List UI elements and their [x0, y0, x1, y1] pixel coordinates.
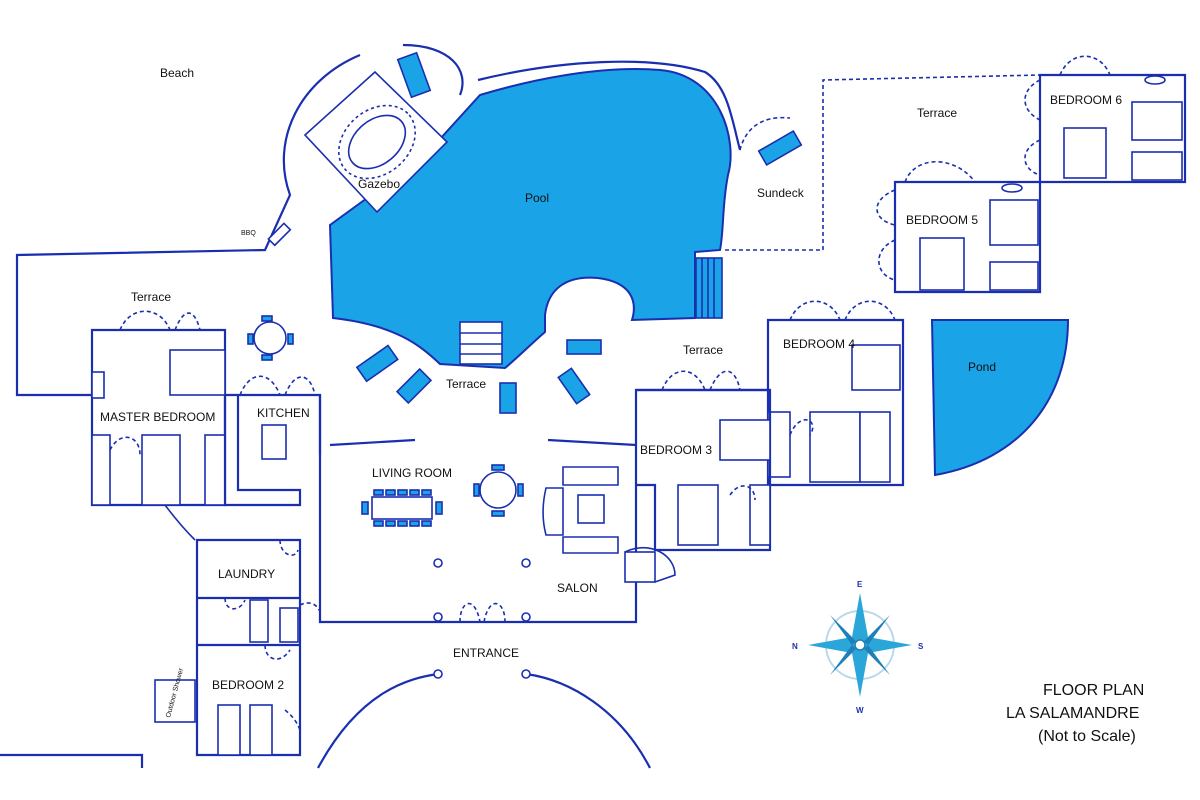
master-passage	[164, 504, 196, 541]
label-pool: Pool	[525, 191, 549, 205]
label-kitchen: KITCHEN	[257, 406, 310, 420]
bedroom-4	[766, 300, 905, 487]
living-room	[318, 388, 770, 624]
kitchen	[223, 375, 322, 507]
bbq-grill	[267, 222, 292, 247]
label-salon: SALON	[557, 581, 598, 595]
label-pond: Pond	[968, 360, 996, 374]
entrance-drive	[317, 672, 651, 769]
compass-south: S	[918, 642, 924, 651]
label-gazebo: Gazebo	[358, 177, 400, 191]
lounger	[396, 51, 432, 99]
bedroom-5	[876, 161, 1042, 294]
pond	[930, 319, 1070, 477]
laundry	[195, 538, 321, 757]
legend-note: (Not to Scale)	[1038, 728, 1136, 745]
outdoor-table	[253, 321, 287, 355]
bedroom-2	[154, 644, 301, 756]
lounger	[757, 129, 803, 167]
beach-wall	[15, 43, 464, 397]
compass-rose	[808, 593, 912, 697]
label-terrace-br3: Terrace	[683, 343, 723, 357]
label-sundeck: Sundeck	[757, 186, 805, 200]
legend-name: LA SALAMANDRE	[1006, 705, 1139, 722]
label-terrace-master: Terrace	[131, 290, 171, 304]
label-bedroom-6: BEDROOM 6	[1050, 93, 1122, 107]
pool	[328, 68, 732, 370]
lounger	[355, 344, 399, 383]
bedroom-6	[1024, 55, 1187, 184]
bedroom-3	[624, 370, 772, 583]
compass-west: W	[856, 706, 864, 715]
label-bedroom-2: BEDROOM 2	[212, 678, 284, 692]
label-master-bedroom: MASTER BEDROOM	[100, 410, 215, 424]
compass-north: N	[792, 642, 798, 651]
lounger	[566, 339, 602, 355]
master-bedroom	[90, 310, 227, 507]
label-bedroom-3: BEDROOM 3	[640, 443, 712, 457]
label-bbq: BBQ	[241, 230, 256, 237]
lounger	[395, 367, 433, 405]
legend-title: FLOOR PLAN	[1043, 682, 1144, 699]
gazebo	[303, 70, 449, 214]
label-terrace-east: Terrace	[917, 106, 957, 120]
label-terrace-center: Terrace	[446, 377, 486, 391]
label-beach: Beach	[160, 66, 194, 80]
pool-steps-east	[695, 257, 723, 319]
label-laundry: LAUNDRY	[218, 567, 275, 581]
label-bedroom-5: BEDROOM 5	[906, 213, 978, 227]
label-entrance: ENTRANCE	[453, 646, 519, 660]
pool-steps-south	[459, 321, 503, 365]
sundeck-outline	[725, 74, 1041, 251]
lounger	[499, 382, 517, 414]
label-bedroom-4: BEDROOM 4	[783, 337, 855, 351]
compass-east: E	[857, 580, 863, 589]
pool-rim	[477, 60, 742, 151]
label-living-room: LIVING ROOM	[372, 466, 452, 480]
lounger	[557, 367, 591, 405]
